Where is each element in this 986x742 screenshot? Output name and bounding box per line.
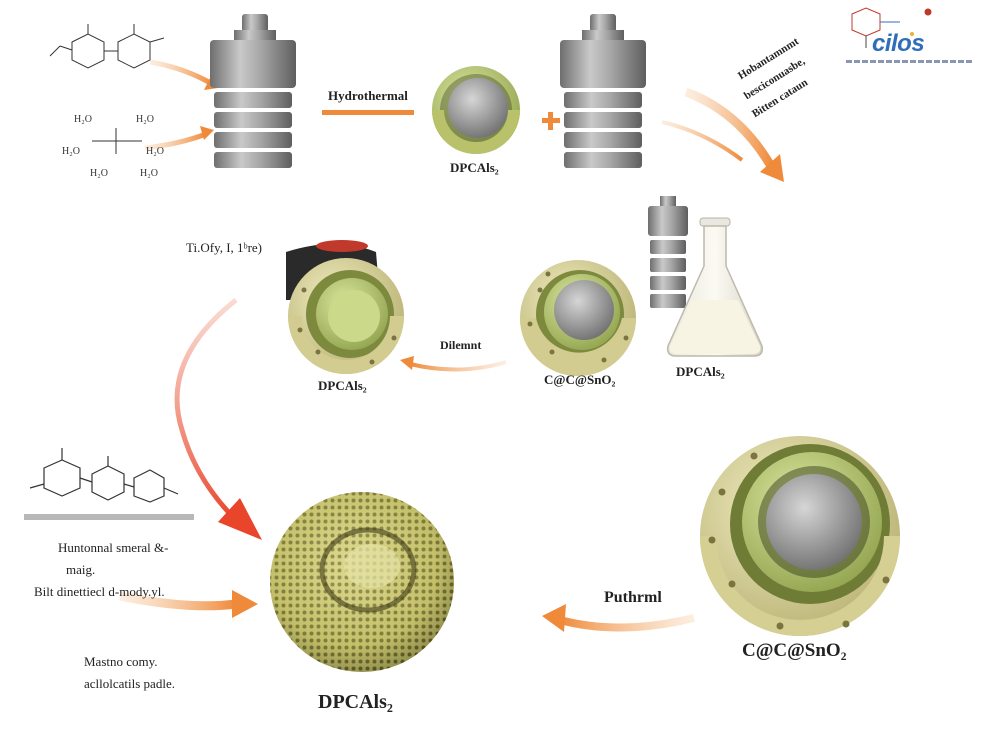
label-h2o: H₂O [90, 168, 108, 179]
label-dpcals-left: DPCAls₂ [318, 378, 367, 393]
arrow-head [542, 604, 566, 632]
arrow-head [200, 126, 214, 140]
arrow-notes-to-particle [119, 591, 237, 611]
label-puthrml: Puthrml [604, 589, 662, 606]
molecule-caption-strip [24, 514, 194, 520]
arrow-head [400, 356, 414, 370]
small-molecule-icon [92, 128, 142, 154]
arrow-to-calcination [684, 87, 776, 171]
label-dpcals-bottom: DPCAls₂ [318, 691, 393, 713]
arrow-head [760, 154, 784, 182]
label-ccsno2-bottom: C@C@SnO₂ [742, 640, 847, 661]
label-ccsno2-mid: C@C@SnO₂ [544, 372, 616, 387]
label-h2o: H₂O [74, 114, 92, 125]
label-h2o: H₂O [140, 168, 158, 179]
autoclave-2 [560, 14, 646, 168]
logo-text: cilos [872, 30, 925, 57]
label-h2o: H₂O [146, 146, 164, 157]
hydrothermal-arrow [322, 110, 414, 115]
logo-molecule-icon [851, 7, 932, 48]
dilemnt-arrow [409, 360, 507, 372]
bottom-molecule-icon [29, 448, 179, 503]
left-note-2: maig. [66, 562, 96, 577]
label-dilemnt: Dilemnt [440, 338, 482, 352]
porous-particle [270, 492, 454, 672]
erlenmeyer-flask [666, 217, 764, 357]
left-note-3: Bilt dinettiecl d-mody.yl. [34, 584, 165, 599]
plus-icon [542, 112, 560, 130]
arrow-water-to-autoclave [144, 131, 207, 151]
arrow-glucose-to-autoclave [149, 59, 214, 87]
dpcals-sphere-top [432, 66, 520, 154]
left-note-4: Mastno comy. [84, 654, 158, 669]
puthrml-arrow [558, 614, 695, 632]
red-arrow-to-particle [174, 298, 238, 522]
small-autoclave [648, 196, 688, 308]
ccsno2-sphere-mid [520, 260, 636, 376]
arrow-head [232, 590, 258, 618]
glucose-molecule-icon [49, 24, 165, 69]
label-hydrothermal: Hydrothermal [328, 88, 408, 103]
logo-underline [846, 60, 974, 63]
label-tiofy: Ti.Ofy, I, 1ᵇre) [186, 240, 263, 255]
label-dpcals-flask: DPCAls₂ [676, 364, 725, 379]
label-dpcals-top: DPCAls₂ [450, 160, 499, 175]
label-h2o: H₂O [136, 114, 154, 125]
dpcals-sphere-left [286, 240, 404, 374]
autoclave-1 [210, 14, 296, 168]
left-note-5: acllolcatils padle. [84, 676, 175, 691]
ccsno2-sphere-bottom [700, 436, 900, 636]
label-h2o: H₂O [62, 146, 80, 157]
red-arrow-head [218, 498, 262, 540]
arrow-to-calcination-thin [661, 120, 744, 162]
left-note-1: Huntonnal smeral &- [58, 540, 169, 555]
